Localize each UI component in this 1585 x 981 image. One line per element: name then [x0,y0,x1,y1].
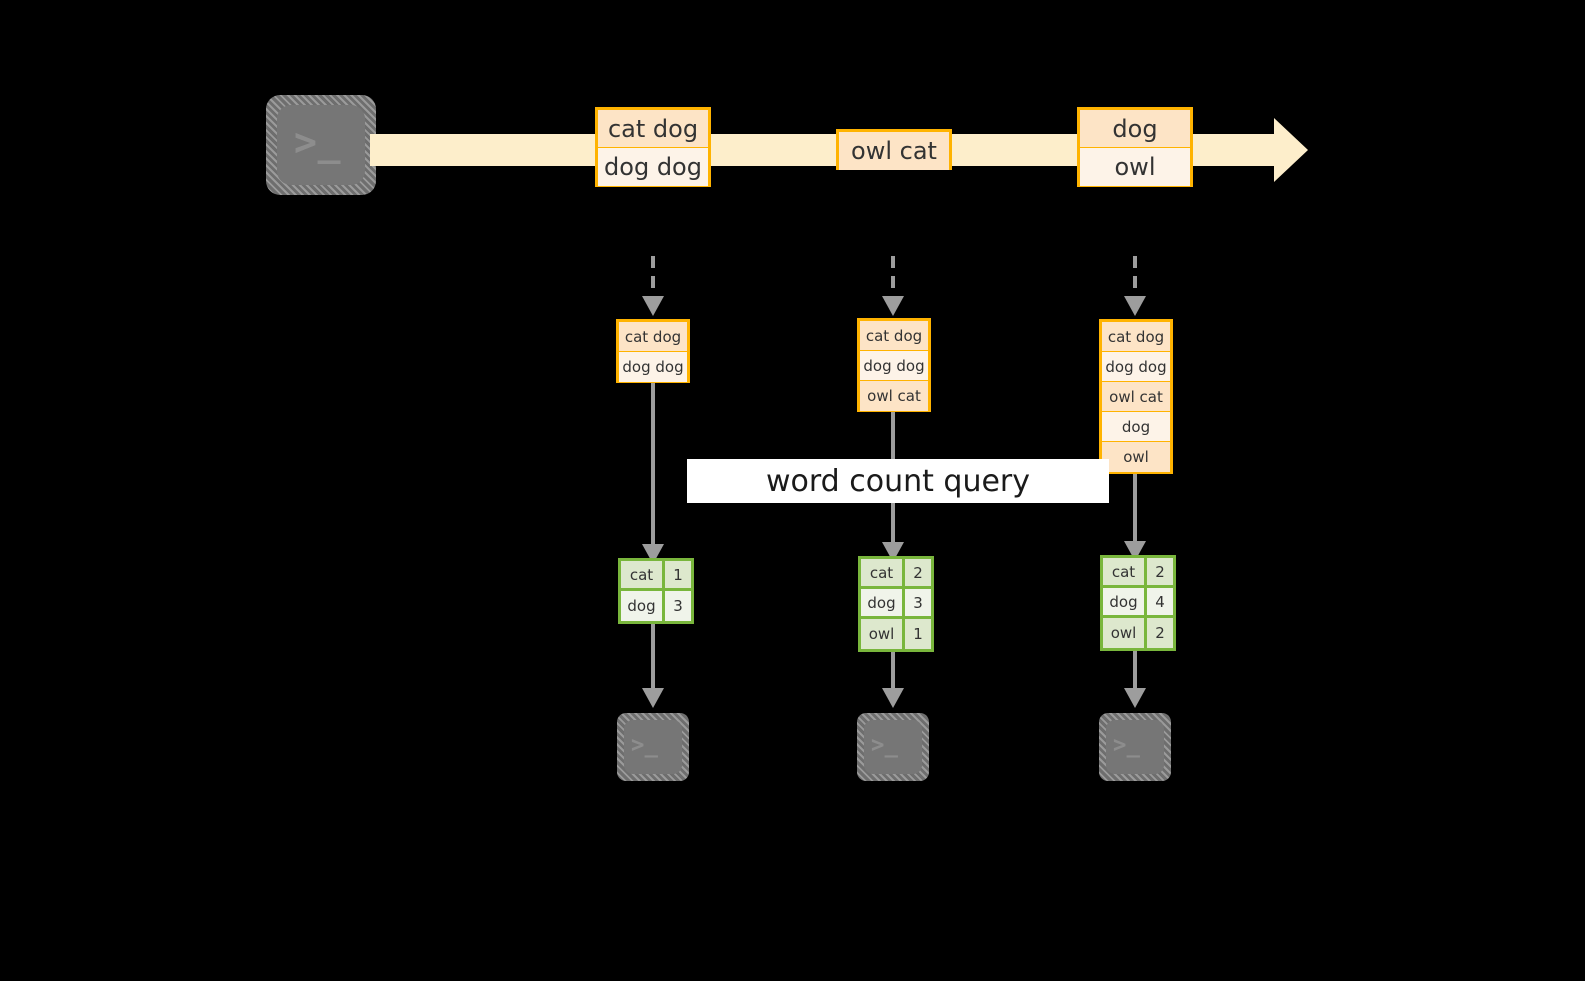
state-line: dog dog [619,352,687,382]
terminal-prompt-glyph: >_ [871,733,899,758]
state-line: dog [1102,412,1170,442]
stream-batch-line: owl [1080,148,1190,186]
state-line: owl cat [860,381,928,411]
word-count-query-label: word count query [687,459,1109,503]
table-row: cat 2 [861,559,931,589]
stream-batch-line: owl cat [839,132,949,170]
state-line: cat dog [860,321,928,351]
stream-batch-1[interactable]: cat dog dog dog [595,107,711,187]
state-line: owl cat [1102,382,1170,412]
count-cell: 4 [1147,588,1173,615]
sink-terminal-icon-2: >_ [857,713,929,781]
batch-to-state-connector-2 [891,256,895,298]
state-line: cat dog [1102,322,1170,352]
word-count-query-label-text: word count query [765,463,1031,499]
state-line: dog dog [1102,352,1170,382]
word-cell: dog [861,589,905,616]
table-row: cat 1 [621,561,691,591]
batch-to-state-arrowhead-3 [1124,296,1146,316]
count-cell: 3 [905,589,931,616]
result-to-sink-connector-1 [651,624,655,691]
state-line: dog dog [860,351,928,381]
word-cell: cat [621,561,665,588]
count-cell: 3 [665,591,691,621]
state-to-result-connector-3 [1133,474,1137,551]
word-count-result-1[interactable]: cat 1 dog 3 [618,558,694,624]
batch-to-state-arrowhead-2 [882,296,904,316]
word-cell: cat [861,559,905,586]
state-line: owl [1102,442,1170,472]
table-row: owl 1 [861,619,931,649]
count-cell: 2 [905,559,931,586]
word-cell: dog [1103,588,1147,615]
accumulated-state-1[interactable]: cat dog dog dog [616,319,690,383]
word-count-result-3[interactable]: cat 2 dog 4 owl 2 [1100,555,1176,651]
stream-batch-line: dog dog [598,148,708,186]
accumulated-state-2[interactable]: cat dog dog dog owl cat [857,318,931,412]
table-row: dog 4 [1103,588,1173,618]
result-to-sink-arrowhead-3 [1124,688,1146,708]
table-row: owl 2 [1103,618,1173,648]
count-cell: 1 [665,561,691,588]
word-cell: owl [861,619,905,649]
batch-to-state-connector-1 [651,256,655,298]
state-to-result-connector-1 [651,383,655,553]
word-count-result-2[interactable]: cat 2 dog 3 owl 1 [858,556,934,652]
sink-terminal-icon-3: >_ [1099,713,1171,781]
terminal-prompt-glyph: >_ [294,120,342,164]
stream-batch-2[interactable]: owl cat [836,129,952,170]
stream-batch-line: dog [1080,110,1190,148]
stream-batch-3[interactable]: dog owl [1077,107,1193,187]
accumulated-state-3[interactable]: cat dog dog dog owl cat dog owl [1099,319,1173,474]
terminal-prompt-glyph: >_ [631,733,659,758]
batch-to-state-arrowhead-1 [642,296,664,316]
count-cell: 2 [1147,618,1173,648]
result-to-sink-arrowhead-2 [882,688,904,708]
result-to-sink-connector-3 [1133,651,1137,691]
table-row: cat 2 [1103,558,1173,588]
sink-terminal-icon-1: >_ [617,713,689,781]
table-row: dog 3 [621,591,691,621]
stream-arrow-head [1240,118,1308,182]
table-row: dog 3 [861,589,931,619]
terminal-screen [864,720,922,774]
word-cell: owl [1103,618,1147,648]
terminal-screen [1106,720,1164,774]
terminal-screen [624,720,682,774]
terminal-prompt-glyph: >_ [1113,733,1141,758]
batch-to-state-connector-3 [1133,256,1137,298]
word-cell: cat [1103,558,1147,585]
state-line: cat dog [619,322,687,352]
result-to-sink-connector-2 [891,652,895,691]
stream-batch-line: cat dog [598,110,708,148]
terminal-screen [277,105,365,185]
word-cell: dog [621,591,665,621]
count-cell: 1 [905,619,931,649]
count-cell: 2 [1147,558,1173,585]
result-to-sink-arrowhead-1 [642,688,664,708]
source-terminal-icon: >_ [266,95,376,195]
